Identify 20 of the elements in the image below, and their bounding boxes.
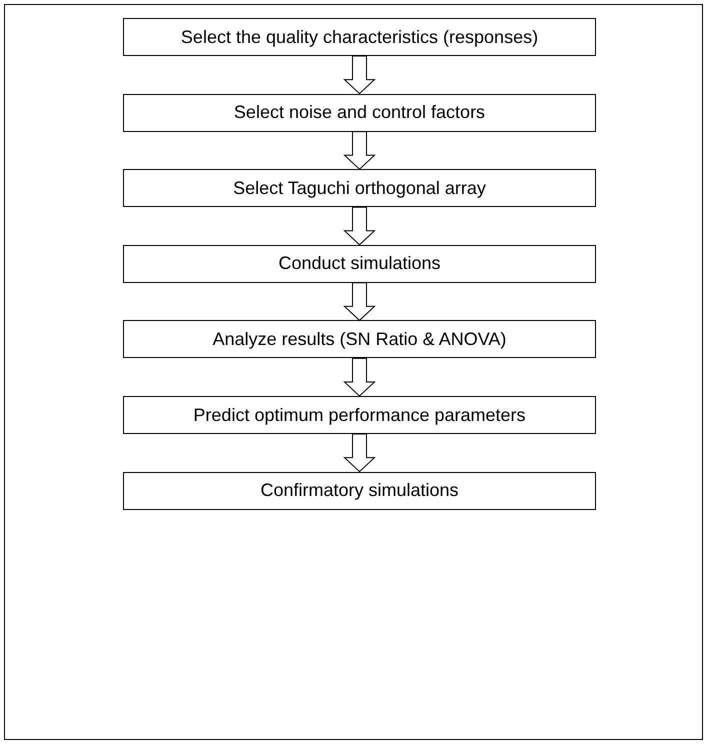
step-text: Conduct simulations [278, 253, 441, 274]
step-text: Analyze results (SN Ratio & ANOVA) [212, 329, 506, 350]
process-box [123, 94, 596, 132]
process-box [123, 169, 596, 208]
step-text: Predict optimum performance parameters [193, 404, 526, 426]
process-box [123, 18, 596, 56]
block-arrow [343, 282, 376, 322]
block-arrow [343, 56, 376, 94]
process-box [123, 244, 596, 283]
process-box [123, 472, 596, 510]
step-text: Confirmatory simulations [260, 480, 459, 501]
block-arrow [343, 131, 376, 170]
block-arrow [343, 434, 376, 472]
block-arrow [343, 206, 376, 246]
step-text: Select the quality characteristics (responses) [180, 26, 538, 48]
process-box [123, 320, 596, 358]
step-text: Select Taguchi orthogonal array [233, 178, 486, 199]
step-text: Select noise and control factors [234, 102, 486, 123]
block-arrow [343, 358, 376, 397]
process-box [123, 396, 596, 434]
